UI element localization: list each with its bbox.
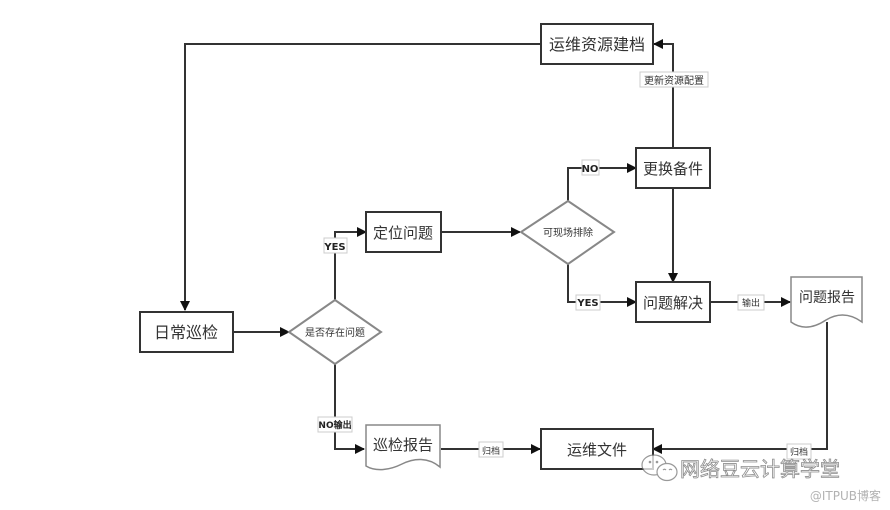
wechat-icon (641, 454, 678, 482)
node-inspect-report: 巡检报告 (365, 424, 441, 471)
node-problem-report-label: 问题报告 (799, 290, 855, 306)
svg-text:输出: 输出 (742, 297, 760, 309)
node-archive: 运维资源建档 (540, 23, 654, 65)
node-archive-label: 运维资源建档 (549, 35, 645, 54)
edge-replace-to-archive (653, 39, 674, 148)
label-update-config: 更新资源配置 (639, 71, 709, 88)
node-decision-problem-label: 是否存在问题 (305, 326, 365, 339)
node-solve: 问题解决 (635, 281, 711, 323)
label-output-problem: 输出 (737, 294, 765, 311)
svg-text:归档: 归档 (482, 445, 500, 457)
node-daily: 日常巡检 (139, 311, 234, 353)
edge-decision-fix-to-solve (567, 264, 637, 307)
label-yes-locate: YES (323, 237, 348, 254)
node-daily-label: 日常巡检 (154, 323, 218, 342)
watermark-main: 网络豆云计算学堂 (680, 457, 840, 481)
node-replace-label: 更换备件 (643, 160, 703, 178)
label-archive-inspect: 归档 (478, 441, 504, 458)
watermark-sub: @ITPUB博客 (810, 488, 881, 503)
node-problem-report: 问题报告 (790, 276, 863, 328)
svg-text:NO输出: NO输出 (318, 419, 351, 431)
label-archive-problem: 归档 (786, 443, 812, 460)
node-decision-fix-label: 可现场排除 (543, 226, 593, 239)
edge-decision-fix-to-replace (567, 163, 637, 201)
node-replace: 更换备件 (635, 147, 711, 189)
node-inspect-report-label: 巡检报告 (373, 436, 433, 454)
node-ops-docs-label: 运维文件 (567, 441, 627, 459)
svg-text:归档: 归档 (790, 446, 808, 458)
edge-decision-to-locate (334, 227, 367, 300)
svg-text:YES: YES (323, 242, 345, 253)
svg-text:NO: NO (582, 164, 599, 175)
svg-text:YES: YES (576, 298, 598, 309)
label-no-output: NO输出 (317, 416, 353, 433)
svg-text:更新资源配置: 更新资源配置 (644, 74, 704, 87)
node-decision-fix: 可现场排除 (519, 199, 616, 266)
node-decision-problem: 是否存在问题 (287, 298, 383, 366)
node-locate: 定位问题 (365, 211, 442, 253)
edge-archive-to-daily (180, 43, 541, 311)
node-locate-label: 定位问题 (373, 224, 433, 242)
edge-problem-report-to-ops-docs (652, 322, 828, 454)
node-solve-label: 问题解决 (643, 294, 703, 312)
node-ops-docs: 运维文件 (540, 428, 654, 470)
edge-decision-to-inspect-report (334, 364, 365, 454)
watermark: 网络豆云计算学堂 @ITPUB博客 (641, 454, 881, 503)
label-no-replace: NO (581, 159, 600, 176)
label-yes-solve: YES (575, 294, 601, 311)
